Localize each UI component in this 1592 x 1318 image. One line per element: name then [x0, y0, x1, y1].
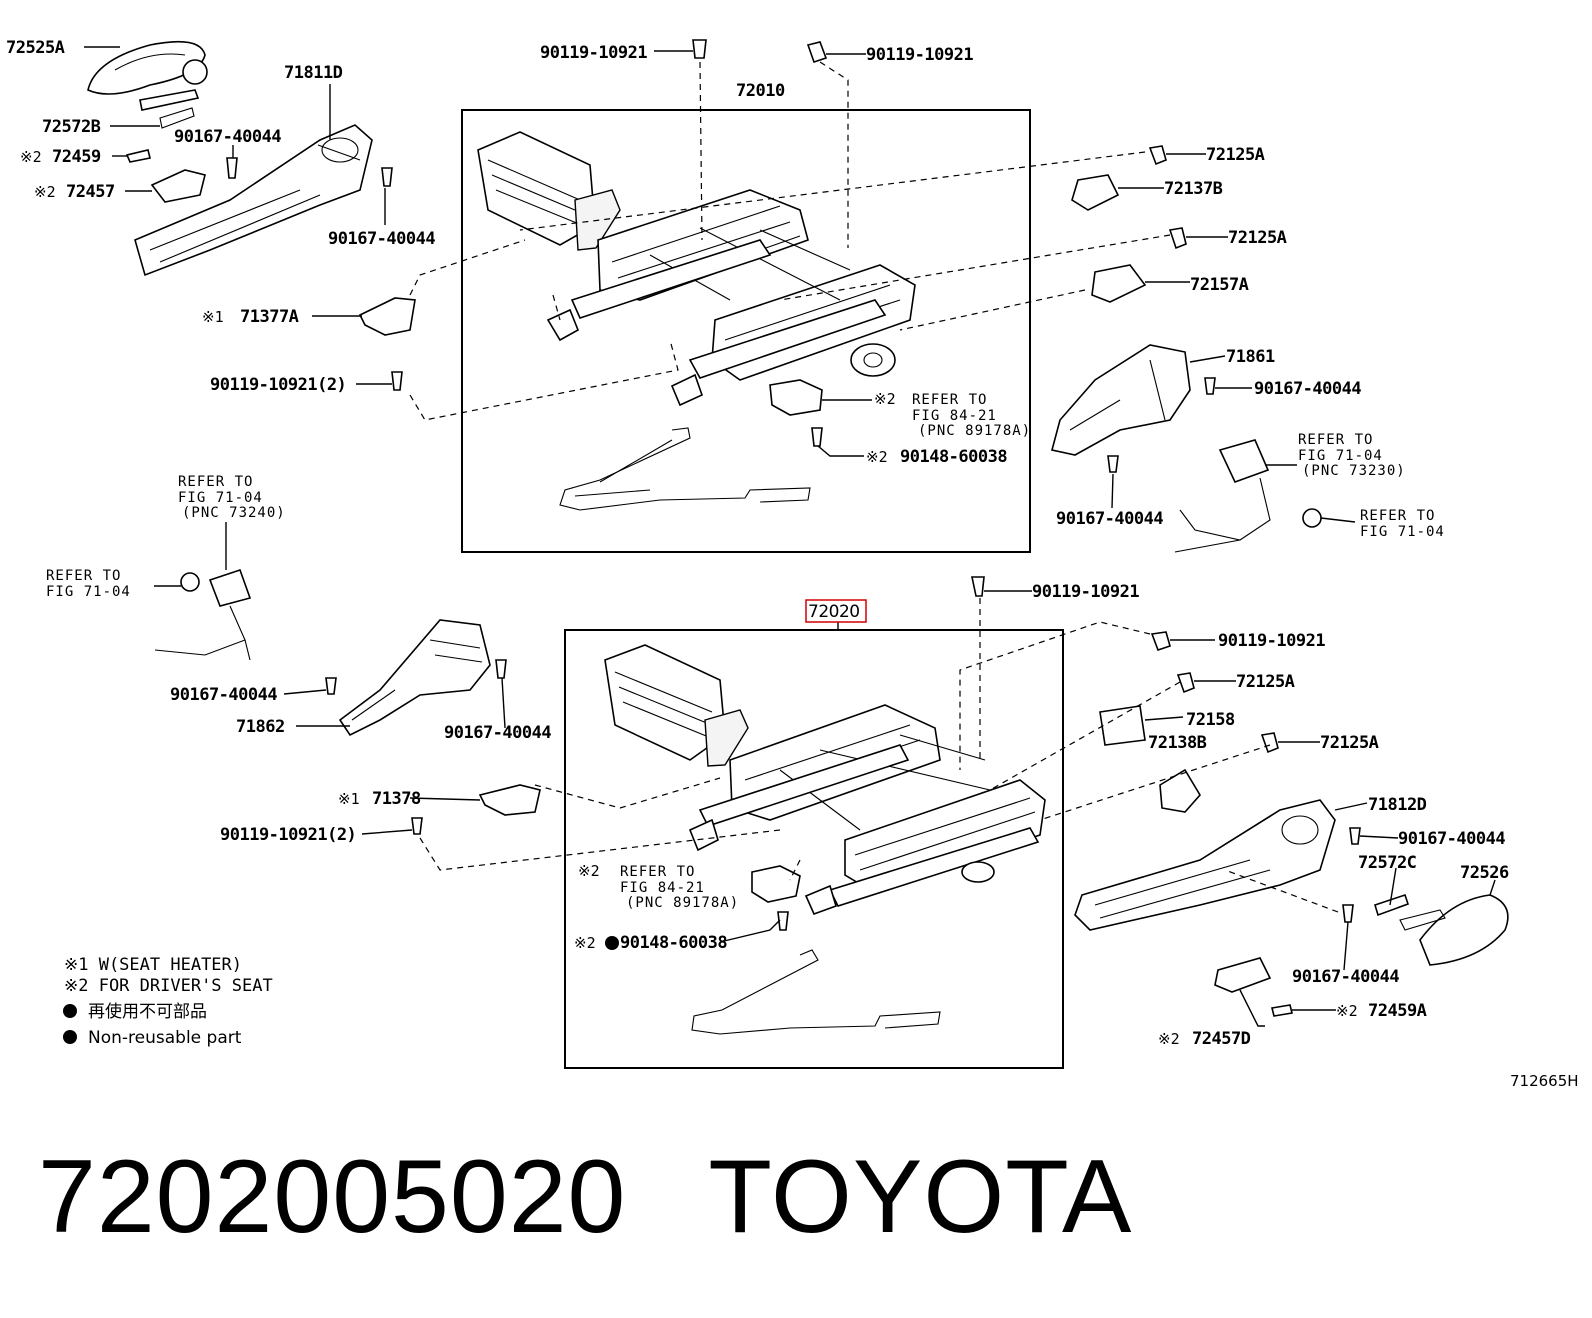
legend-note-4: Non-reusable part: [88, 1028, 242, 1048]
legend-note-1: ※1 W(SEAT HEATER): [64, 955, 242, 975]
mark-90148-a: ※2: [866, 448, 888, 466]
pnc-73230: (PNC 73230): [1302, 463, 1406, 479]
label-90119-top1: 90119-10921: [540, 43, 647, 63]
mark-72459: ※2: [20, 148, 42, 166]
pnc-73240: (PNC 73240): [182, 505, 286, 521]
refer-to-lower-84: REFER TO: [620, 864, 695, 880]
label-72457: 72457: [66, 182, 115, 202]
label-72459: 72459: [52, 147, 101, 167]
label-72138B: 72138B: [1148, 733, 1207, 753]
label-72125A-1: 72125A: [1206, 145, 1265, 165]
mark-90148-b: ※2: [574, 934, 596, 952]
label-72525A: 72525A: [6, 38, 65, 58]
label-72125A-4: 72125A: [1320, 733, 1379, 753]
label-90167-c: 90167-40044: [1254, 379, 1361, 399]
label-72157A: 72157A: [1190, 275, 1249, 295]
label-90167-g: 90167-40044: [1398, 829, 1505, 849]
legend: ※1 W(SEAT HEATER) ※2 FOR DRIVER'S SEAT 再…: [63, 955, 273, 1048]
label-90119-mid: 90119-10921: [1032, 582, 1139, 602]
mark-refer-84-21-upper: ※2: [874, 390, 896, 408]
legend-dot-2: [63, 1030, 77, 1044]
label-90167-h: 90167-40044: [1292, 967, 1399, 987]
legend-dot-1: [63, 1004, 77, 1018]
label-90148-b: 90148-60038: [620, 933, 727, 953]
refer-to-73230: REFER TO: [1298, 432, 1373, 448]
label-90167-d: 90167-40044: [1056, 509, 1163, 529]
label-72020: 72020: [808, 602, 860, 622]
caption-brand: TOYOTA: [708, 1139, 1133, 1255]
seat-adjuster-lower-drawing: [604, 644, 1046, 1035]
label-90167-b: 90167-40044: [328, 229, 435, 249]
fig-71-04-73240: FIG 71-04: [178, 490, 263, 506]
label-90167-e: 90167-40044: [170, 685, 277, 705]
label-71861: 71861: [1226, 347, 1275, 367]
reference-notes: ※2 REFER TO FIG 84-21 (PNC 89178A) REFER…: [46, 390, 1445, 911]
label-72125A-3: 72125A: [1236, 672, 1295, 692]
caption-part-number: 7202005020: [38, 1139, 627, 1255]
refer-to-73240: REFER TO: [178, 474, 253, 490]
label-71812D: 71812D: [1368, 795, 1427, 815]
label-72459A: 72459A: [1368, 1001, 1427, 1021]
leader-lines: [84, 46, 1496, 1027]
label-71811D: 71811D: [284, 63, 343, 83]
seat-adjuster-upper-drawing: [477, 131, 916, 511]
dashed-assembly-lines: [409, 61, 1339, 913]
label-90148-a: 90148-60038: [900, 447, 1007, 467]
exterior-parts-drawing: [87, 39, 1509, 1017]
fig-84-21-upper: FIG 84-21: [912, 408, 997, 424]
refer-to-right: REFER TO: [1360, 508, 1435, 524]
non-reusable-dot-90148: [605, 936, 619, 950]
highlight-72020: [805, 599, 867, 623]
label-90167-a: 90167-40044: [174, 127, 281, 147]
assembly-box-72010: [461, 109, 1031, 553]
legend-note-3: 再使用不可部品: [88, 1001, 207, 1022]
fig-71-04-73230: FIG 71-04: [1298, 448, 1383, 464]
refer-to-upper-84: REFER TO: [912, 392, 987, 408]
label-90119-r: 90119-10921: [1218, 631, 1325, 651]
label-72158: 72158: [1186, 710, 1235, 730]
label-71378: 71378: [372, 789, 421, 809]
label-90119-2b: 90119-10921(2): [220, 825, 356, 845]
label-72457D: 72457D: [1192, 1029, 1251, 1049]
fig-71-04-right: FIG 71-04: [1360, 524, 1445, 540]
fig-71-04-left: FIG 71-04: [46, 584, 131, 600]
refer-to-left: REFER TO: [46, 568, 121, 584]
label-90119-2a: 90119-10921(2): [210, 375, 346, 395]
label-90119-top2: 90119-10921: [866, 45, 973, 65]
fig-84-21-lower: FIG 84-21: [620, 880, 705, 896]
label-90167-f: 90167-40044: [444, 723, 551, 743]
label-71862: 71862: [236, 717, 285, 737]
legend-note-2: ※2 FOR DRIVER'S SEAT: [64, 976, 273, 996]
mark-72459A: ※2: [1336, 1002, 1358, 1020]
mark-refer-84-21-lower: ※2: [578, 862, 600, 880]
label-72572B: 72572B: [42, 117, 101, 137]
figure-id: 712665H: [1510, 1072, 1579, 1090]
assembly-box-72020: [564, 629, 1064, 1069]
label-72010: 72010: [736, 81, 785, 101]
mark-71377A: ※1: [202, 308, 224, 326]
part-labels: 72525A 72572B ※2 72459 ※2 72457 71811D 9…: [6, 38, 1509, 1049]
label-72137B: 72137B: [1164, 179, 1223, 199]
label-72125A-2: 72125A: [1228, 228, 1287, 248]
pnc-89178A-lower: (PNC 89178A): [626, 895, 739, 911]
label-71377A: 71377A: [240, 307, 299, 327]
caption: 7202005020 TOYOTA: [38, 1138, 1132, 1257]
mark-72457D: ※2: [1158, 1030, 1180, 1048]
mark-71378: ※1: [338, 790, 360, 808]
mark-72457: ※2: [34, 183, 56, 201]
pnc-89178A-upper: (PNC 89178A): [918, 423, 1031, 439]
label-72572C: 72572C: [1358, 853, 1416, 873]
label-72526: 72526: [1460, 863, 1509, 883]
